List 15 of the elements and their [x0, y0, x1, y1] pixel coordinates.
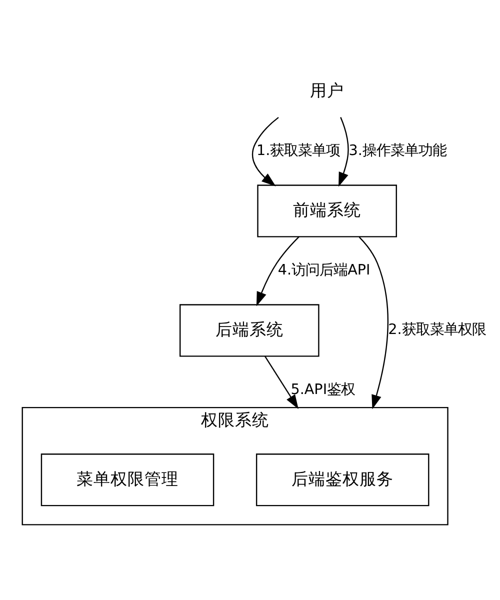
node-text: 用户	[310, 80, 344, 100]
edge-label: 3.操作菜单功能	[348, 142, 446, 159]
node-box: 后端鉴权服务	[256, 454, 430, 506]
arrow	[264, 356, 298, 410]
edge-label: 4.访问后端API	[278, 262, 370, 278]
edge-label: 5.API鉴权	[290, 382, 356, 398]
edge-label: 2.获取菜单权限	[388, 322, 486, 338]
arrow	[338, 117, 349, 187]
node-box: 前端系统	[257, 184, 397, 238]
node-box: 后端系统	[180, 304, 320, 357]
arrow	[358, 236, 388, 410]
arrow	[252, 116, 279, 186]
arrow	[256, 236, 300, 306]
edge-label: 1.获取菜单项	[256, 142, 340, 159]
node-box: 菜单权限管理	[40, 454, 214, 506]
